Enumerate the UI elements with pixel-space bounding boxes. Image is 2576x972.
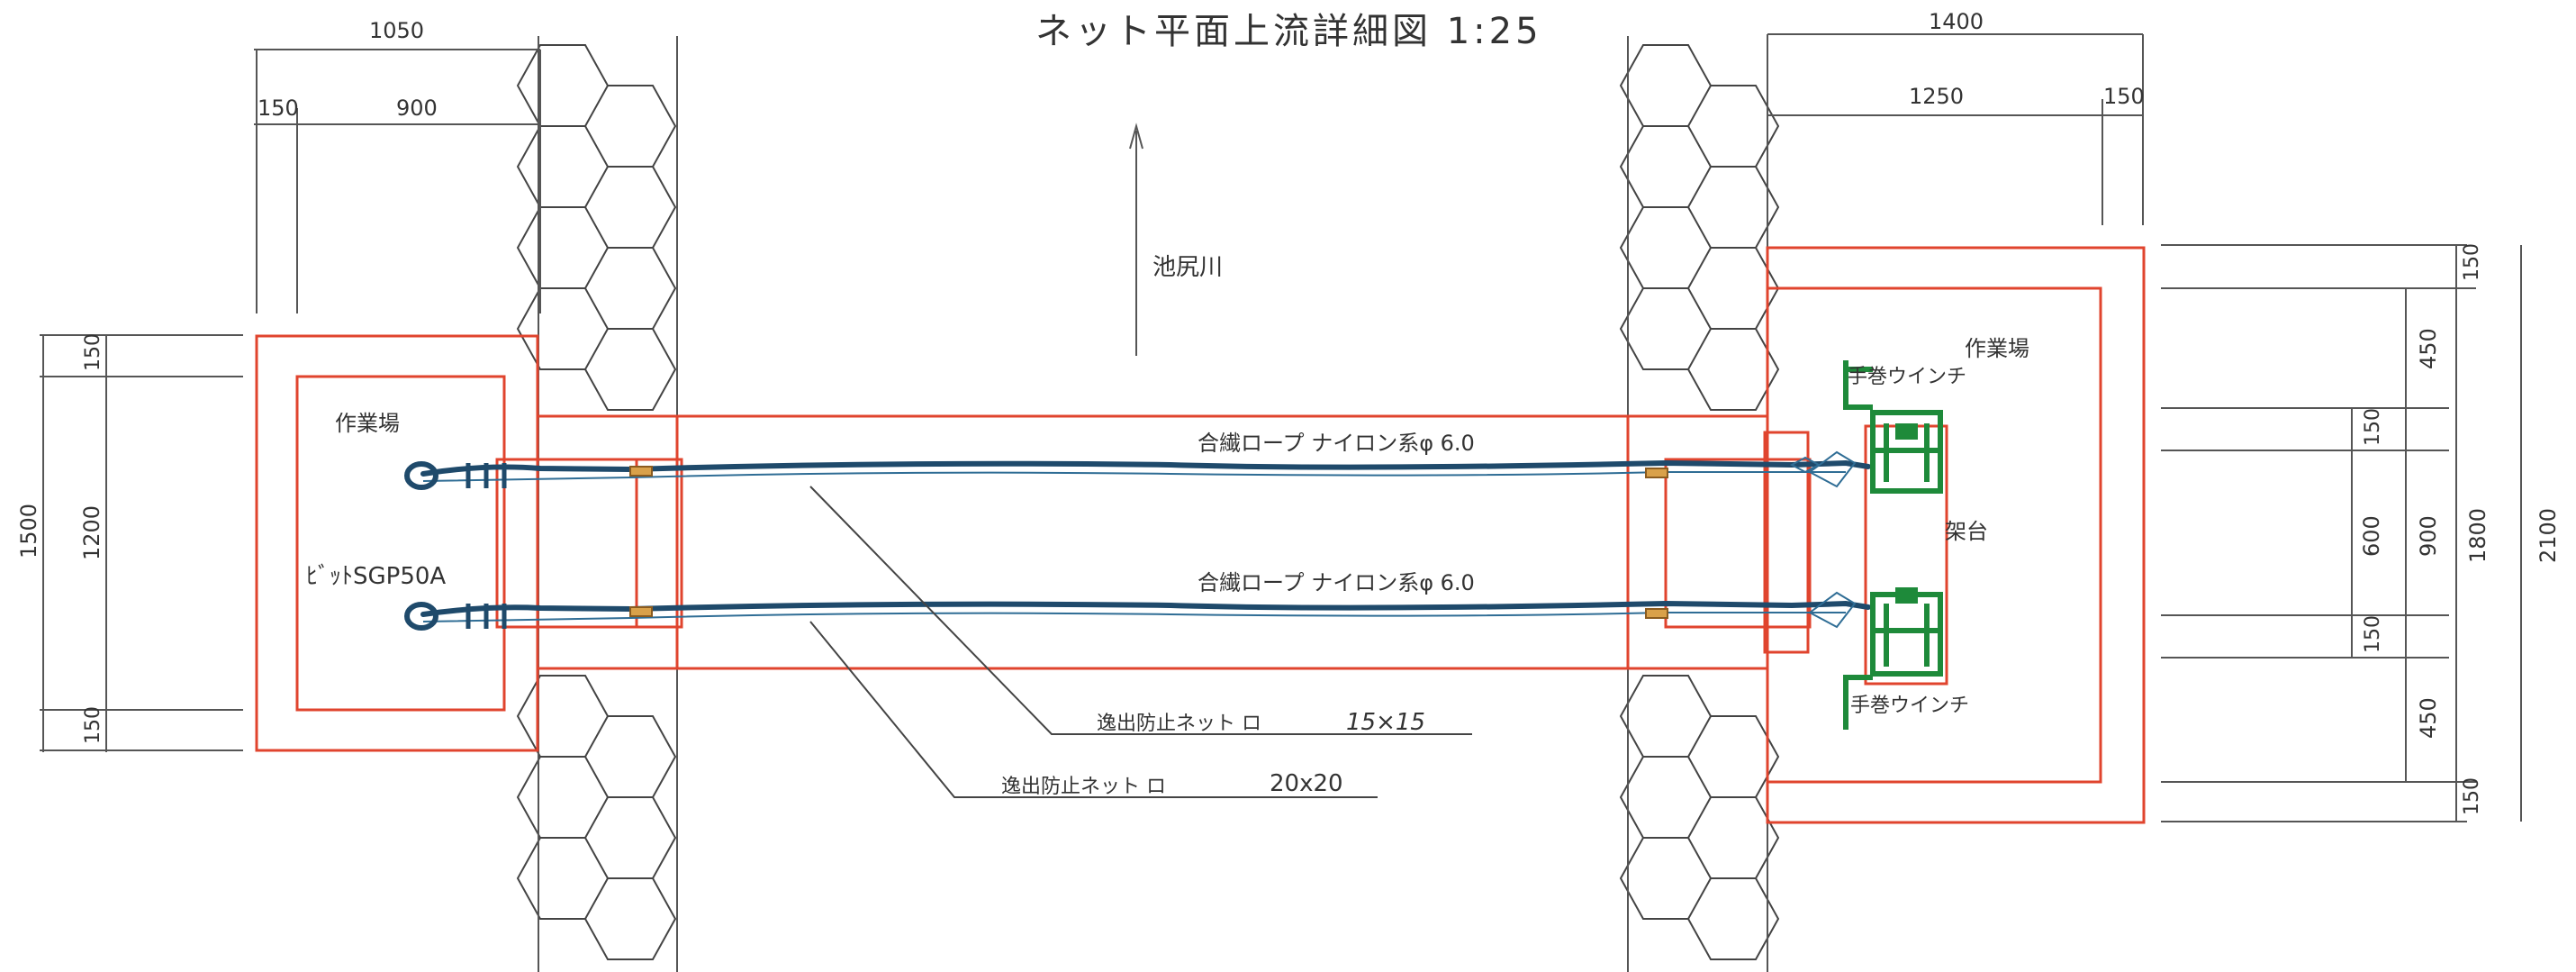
net1-label: 逸出防止ネット ロ <box>1097 713 1261 735</box>
left-pipe-label: ﾋﾞｯﾄSGP50A <box>306 563 446 590</box>
left-side-dim-a: 150 <box>82 333 104 371</box>
right-side-dim-outer: 2100 <box>2535 508 2561 563</box>
left-hex-revetment <box>516 36 678 972</box>
upper-winch-icon <box>1843 360 1943 494</box>
left-top-dimensions <box>254 49 541 313</box>
left-work-area-outer <box>255 334 539 752</box>
right-top-dim-b: 150 <box>2103 84 2145 109</box>
flow-arrow-icon <box>1129 123 1143 356</box>
right-side-dim-450-b: 450 <box>2416 697 2441 739</box>
upper-rope-label: 合繊ロープ ナイロン系φ 6.0 <box>1198 431 1475 456</box>
upper-winch-label: 手巻ウインチ <box>1848 366 1966 388</box>
left-side-dim-c: 150 <box>82 706 104 744</box>
lower-winch-icon <box>1843 587 1943 730</box>
upper-rope <box>420 450 1871 488</box>
right-side-dim-150-c: 150 <box>2461 243 2483 281</box>
net1-size: 15×15 <box>1346 709 1425 736</box>
net2-size: 20x20 <box>1270 770 1343 797</box>
right-side-dimensions <box>2161 244 2522 822</box>
right-side-dim-600: 600 <box>2359 515 2384 557</box>
right-side-dim-150-b: 150 <box>2362 615 2384 653</box>
right-hex-revetment <box>1619 36 1780 972</box>
left-side-dim-total: 1500 <box>16 504 41 559</box>
right-top-dim-a: 1250 <box>1909 84 1964 109</box>
right-side-dim-150-d: 150 <box>2461 777 2483 815</box>
river-label: 池尻川 <box>1152 254 1223 281</box>
lower-rope <box>420 591 1871 629</box>
right-side-dim-150-a: 150 <box>2362 408 2384 446</box>
lower-rope-label: 合繊ロープ ナイロン系φ 6.0 <box>1198 570 1475 595</box>
right-top-dim-total: 1400 <box>1929 9 1984 34</box>
lower-anchor-loop-icon <box>404 602 438 631</box>
left-work-area-inner <box>295 375 506 712</box>
left-side-dim-b: 1200 <box>79 505 104 560</box>
net-leaders <box>809 486 1472 798</box>
right-work-area-label: 作業場 <box>1965 336 2029 361</box>
left-side-dimensions <box>40 334 243 752</box>
lower-winch-label: 手巻ウインチ <box>1850 695 1969 717</box>
upper-anchor-loop-icon <box>404 461 438 490</box>
net-channel-outline <box>495 414 1812 670</box>
left-work-area-label: 作業場 <box>335 411 400 436</box>
right-work-area-inner <box>1766 286 2102 784</box>
winch-frame-outline <box>1864 424 1948 686</box>
drawing-title: ネット平面上流詳細図 1:25 <box>1035 11 1542 52</box>
left-top-dim-b: 900 <box>396 95 438 121</box>
left-clamps-icon <box>465 463 653 629</box>
right-side-dim-450-a: 450 <box>2416 328 2441 369</box>
right-clamps-icon <box>1645 468 1668 619</box>
right-side-dim-900: 900 <box>2416 515 2441 557</box>
right-side-dim-1800: 1800 <box>2465 508 2490 563</box>
left-top-dim-total: 1050 <box>369 18 424 43</box>
left-top-dim-a: 150 <box>258 95 299 121</box>
net2-label: 逸出防止ネット ロ <box>1001 776 1166 798</box>
frame-label: 架台 <box>1945 519 1988 544</box>
right-top-dimensions <box>1767 33 2144 225</box>
